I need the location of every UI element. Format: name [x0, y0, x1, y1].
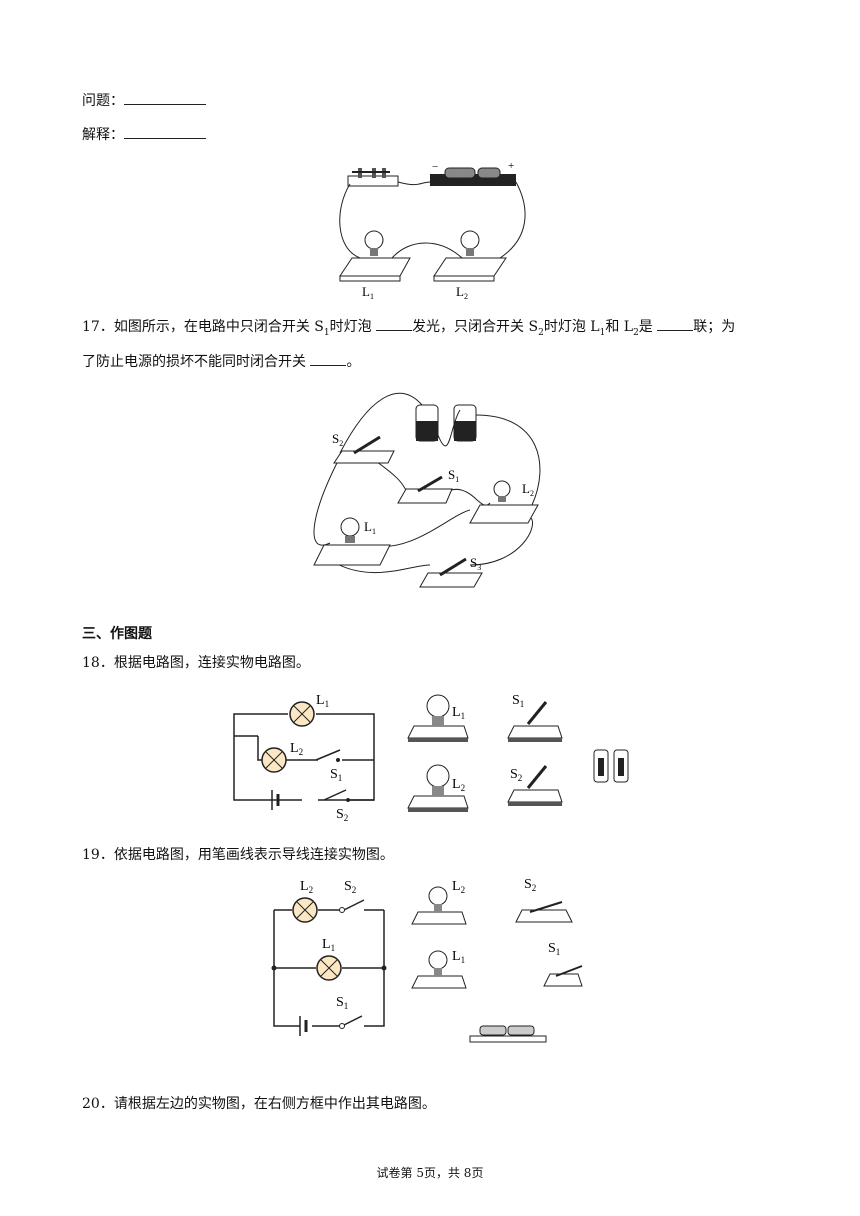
l2-label: L2	[290, 741, 303, 757]
l2-label: L2	[452, 879, 465, 895]
battery-device	[593, 749, 629, 783]
l1-label: L1	[452, 949, 465, 965]
lamp-l2-device: L2	[411, 879, 467, 925]
s2-label: S2	[332, 431, 343, 448]
sub-2: 2	[538, 327, 544, 338]
sub-1: 1	[599, 327, 606, 338]
l1-label: L1	[316, 693, 329, 709]
l2-label: L2	[522, 481, 534, 498]
s1-label: S1	[512, 693, 524, 709]
s2-label: S2	[336, 807, 348, 823]
minus-label: −	[432, 161, 438, 173]
l1-label: L1	[362, 284, 374, 300]
q19-figure: L2 S2 L1 S1 L2 L1 S2 S1	[271, 877, 583, 1043]
lamp-l2-device: L2	[407, 764, 469, 812]
switch-device	[347, 168, 399, 187]
answer-blank[interactable]	[124, 90, 206, 105]
l2-label: L2	[456, 284, 468, 300]
switch-s1-device: S1	[543, 941, 583, 987]
q17-text: 。	[346, 354, 361, 370]
lamp-l2-symbol: L2	[261, 741, 303, 773]
l2-label: L2	[452, 777, 465, 793]
l1-label: L1	[322, 937, 335, 953]
switch-s1-device: S1	[397, 467, 459, 504]
q17-text: 联；为	[693, 319, 736, 335]
switch-s1-device: S1	[507, 693, 563, 742]
switch-s2-device: S2	[515, 877, 573, 923]
answer-blank[interactable]	[657, 316, 694, 331]
question-label: 问题：	[82, 93, 124, 109]
circuit-diagram	[233, 713, 375, 810]
s1-label: S1	[448, 467, 459, 484]
plus-label: +	[508, 160, 514, 172]
answer-blank[interactable]	[310, 351, 347, 366]
l1-label: L1	[452, 705, 465, 721]
q17-text: 是	[638, 319, 658, 335]
q17-line2: 了防止电源的损坏不能同时闭合开关 。	[82, 351, 360, 372]
lamp-l2-device: L2	[469, 480, 539, 524]
q17-text: 17．如图所示，在电路中只闭合开关 S	[82, 319, 324, 335]
question-line: 问题：	[82, 90, 206, 111]
l1-label: L1	[364, 519, 376, 536]
q17-text: 和 L	[605, 319, 634, 335]
lamp-l1-device: L1	[339, 230, 411, 300]
q20-text: 20．请根据左边的实物图，在右侧方框中作出其电路图。	[82, 1096, 436, 1112]
explain-line: 解释：	[82, 124, 206, 145]
lamp-l2-symbol: L2	[292, 879, 318, 923]
lamp-l1-device: L1	[313, 517, 391, 566]
battery-device	[469, 1025, 547, 1043]
q17-text: 时灯泡	[329, 319, 377, 335]
switch-s2-device: S2	[507, 765, 563, 806]
answer-blank[interactable]	[376, 316, 413, 331]
lamp-l1-symbol: L1	[289, 693, 329, 727]
battery-device	[415, 404, 477, 442]
q17-text: 了防止电源的损坏不能同时闭合开关	[82, 354, 311, 370]
q18-text: 18．根据电路图，连接实物电路图。	[82, 655, 310, 671]
q19-text: 19．依据电路图，用笔画线表示导线连接实物图。	[82, 847, 394, 863]
lamp-l1-device: L1	[407, 694, 469, 742]
q17-circuit-figure: S2 S1 L2 L1 S3	[313, 392, 541, 588]
sub-1: 1	[323, 327, 330, 338]
section-title: 三、作图题	[82, 626, 152, 642]
answer-blank[interactable]	[124, 124, 206, 139]
s3-label: S3	[470, 555, 481, 572]
q17-text: 时灯泡 L	[543, 319, 600, 335]
q17-text: 发光，只闭合开关 S	[412, 319, 539, 335]
lamp-l1-device: L1	[411, 949, 467, 989]
lamp-l1-symbol: L1	[316, 937, 342, 981]
s2-label: S2	[344, 879, 356, 895]
q18-figure: L1 L2 S1 S2 L1 L2 S1 S2	[233, 693, 629, 823]
explain-label: 解释：	[82, 127, 124, 143]
battery-device: − +	[430, 160, 516, 186]
circuit-diagram	[273, 899, 385, 1036]
q16-circuit-figure: − + L1 L2	[339, 160, 526, 300]
switch-s2-device: S2	[332, 431, 395, 464]
l2-label: L2	[300, 879, 313, 895]
page-footer: 试卷第 5页，共 8页	[376, 1166, 484, 1180]
sub-2: 2	[633, 327, 639, 338]
s2-label: S2	[524, 877, 536, 893]
q17-line1: 17．如图所示，在电路中只闭合开关 S1时灯泡 发光，只闭合开关 S2时灯泡 L…	[82, 316, 735, 343]
s2-label: S2	[510, 767, 522, 783]
switch-s3-device: S3	[419, 555, 483, 588]
s1-label: S1	[330, 767, 342, 783]
s1-label: S1	[336, 995, 348, 1011]
lamp-l2-device: L2	[433, 230, 507, 300]
s1-label: S1	[548, 941, 560, 957]
